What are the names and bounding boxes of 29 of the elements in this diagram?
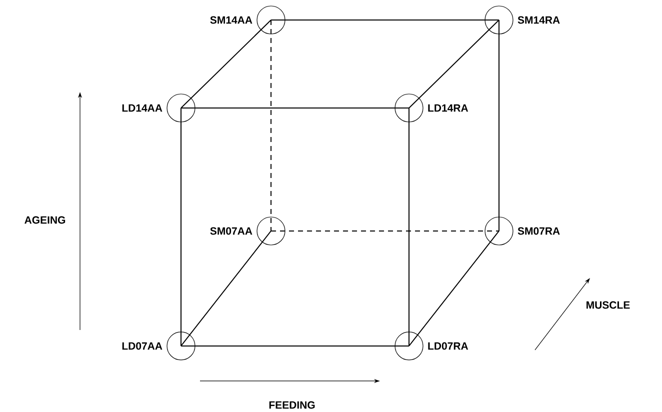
cube-edge (408, 20, 500, 108)
vertex-label: LD07AA (122, 342, 162, 350)
vertex-circle (394, 332, 424, 360)
cube-edge (180, 20, 272, 108)
vertex-label: SM07RA (518, 227, 560, 235)
cube-edge (408, 108, 410, 346)
vertex-circle (166, 94, 196, 122)
vertex-label: LD07RA (428, 342, 468, 350)
vertex-circle (484, 6, 514, 34)
axis-label: FEEDING (269, 401, 315, 409)
cube-edge (270, 230, 500, 232)
vertex-circle (256, 6, 286, 34)
cube-edge (408, 230, 500, 346)
vertex-circle (484, 216, 514, 246)
vertex-label: SM14RA (518, 16, 560, 24)
cube-edge (498, 20, 500, 232)
vertex-circle (256, 216, 286, 246)
cube-edge (270, 20, 272, 232)
vertex-label: LD14AA (122, 104, 162, 112)
cube-edge (180, 345, 410, 346)
cube-edge (180, 230, 272, 346)
vertex-label: LD14RA (428, 104, 468, 112)
vertex-circle (394, 94, 424, 122)
vertex-label: SM07AA (210, 227, 252, 235)
vertex-circle (166, 332, 196, 360)
axis-label: AGEING (24, 216, 66, 224)
cube-edge (180, 108, 182, 346)
axis-label: MUSCLE (586, 301, 630, 309)
vertex-label: SM14AA (210, 16, 252, 24)
